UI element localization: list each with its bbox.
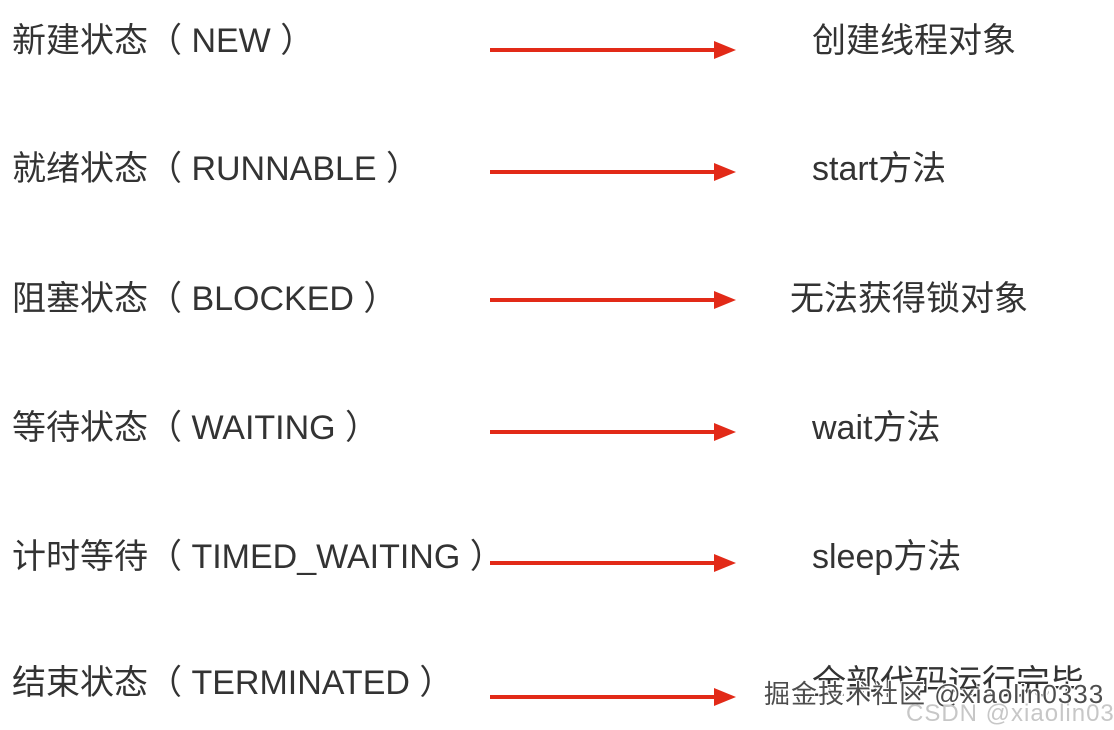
arrow-head (714, 291, 736, 309)
right-arrow-icon (490, 423, 736, 441)
result-label-terminated: 全部代码运行完毕 (812, 664, 1084, 702)
arrow-shaft (490, 170, 720, 174)
right-arrow-icon (490, 688, 736, 706)
arrow-head (714, 688, 736, 706)
result-label-blocked: 无法获得锁对象 (790, 280, 1028, 318)
arrow-head (714, 423, 736, 441)
state-label-new: 新建状态（ NEW ） (12, 22, 315, 60)
arrow-head (714, 163, 736, 181)
state-label-blocked: 阻塞状态（ BLOCKED ） (12, 280, 398, 318)
result-label-new: 创建线程对象 (812, 22, 1016, 60)
state-label-timed-waiting: 计时等待（ TIMED_WAITING ） (12, 538, 504, 576)
arrow-shaft (490, 430, 720, 434)
arrow-head (714, 41, 736, 59)
right-arrow-icon (490, 291, 736, 309)
result-label-waiting: wait方法 (812, 409, 941, 447)
arrow-shaft (490, 695, 720, 699)
arrow-shaft (490, 561, 720, 565)
arrow-shaft (490, 298, 720, 302)
arrow-shaft (490, 48, 720, 52)
arrow-head (714, 554, 736, 572)
result-label-timed-waiting: sleep方法 (812, 538, 962, 576)
result-label-runnable: start方法 (812, 150, 947, 188)
right-arrow-icon (490, 163, 736, 181)
state-label-terminated: 结束状态（ TERMINATED ） (12, 664, 454, 702)
watermark-csdn: CSDN @xiaolin0333 (906, 700, 1114, 727)
watermark-juejin: 掘金技术社区 @xiaolin0333 (764, 679, 1105, 709)
state-label-waiting: 等待状态（ WAITING ） (12, 409, 380, 447)
state-label-runnable: 就绪状态（ RUNNABLE ） (12, 150, 421, 188)
right-arrow-icon (490, 554, 736, 572)
right-arrow-icon (490, 41, 736, 59)
